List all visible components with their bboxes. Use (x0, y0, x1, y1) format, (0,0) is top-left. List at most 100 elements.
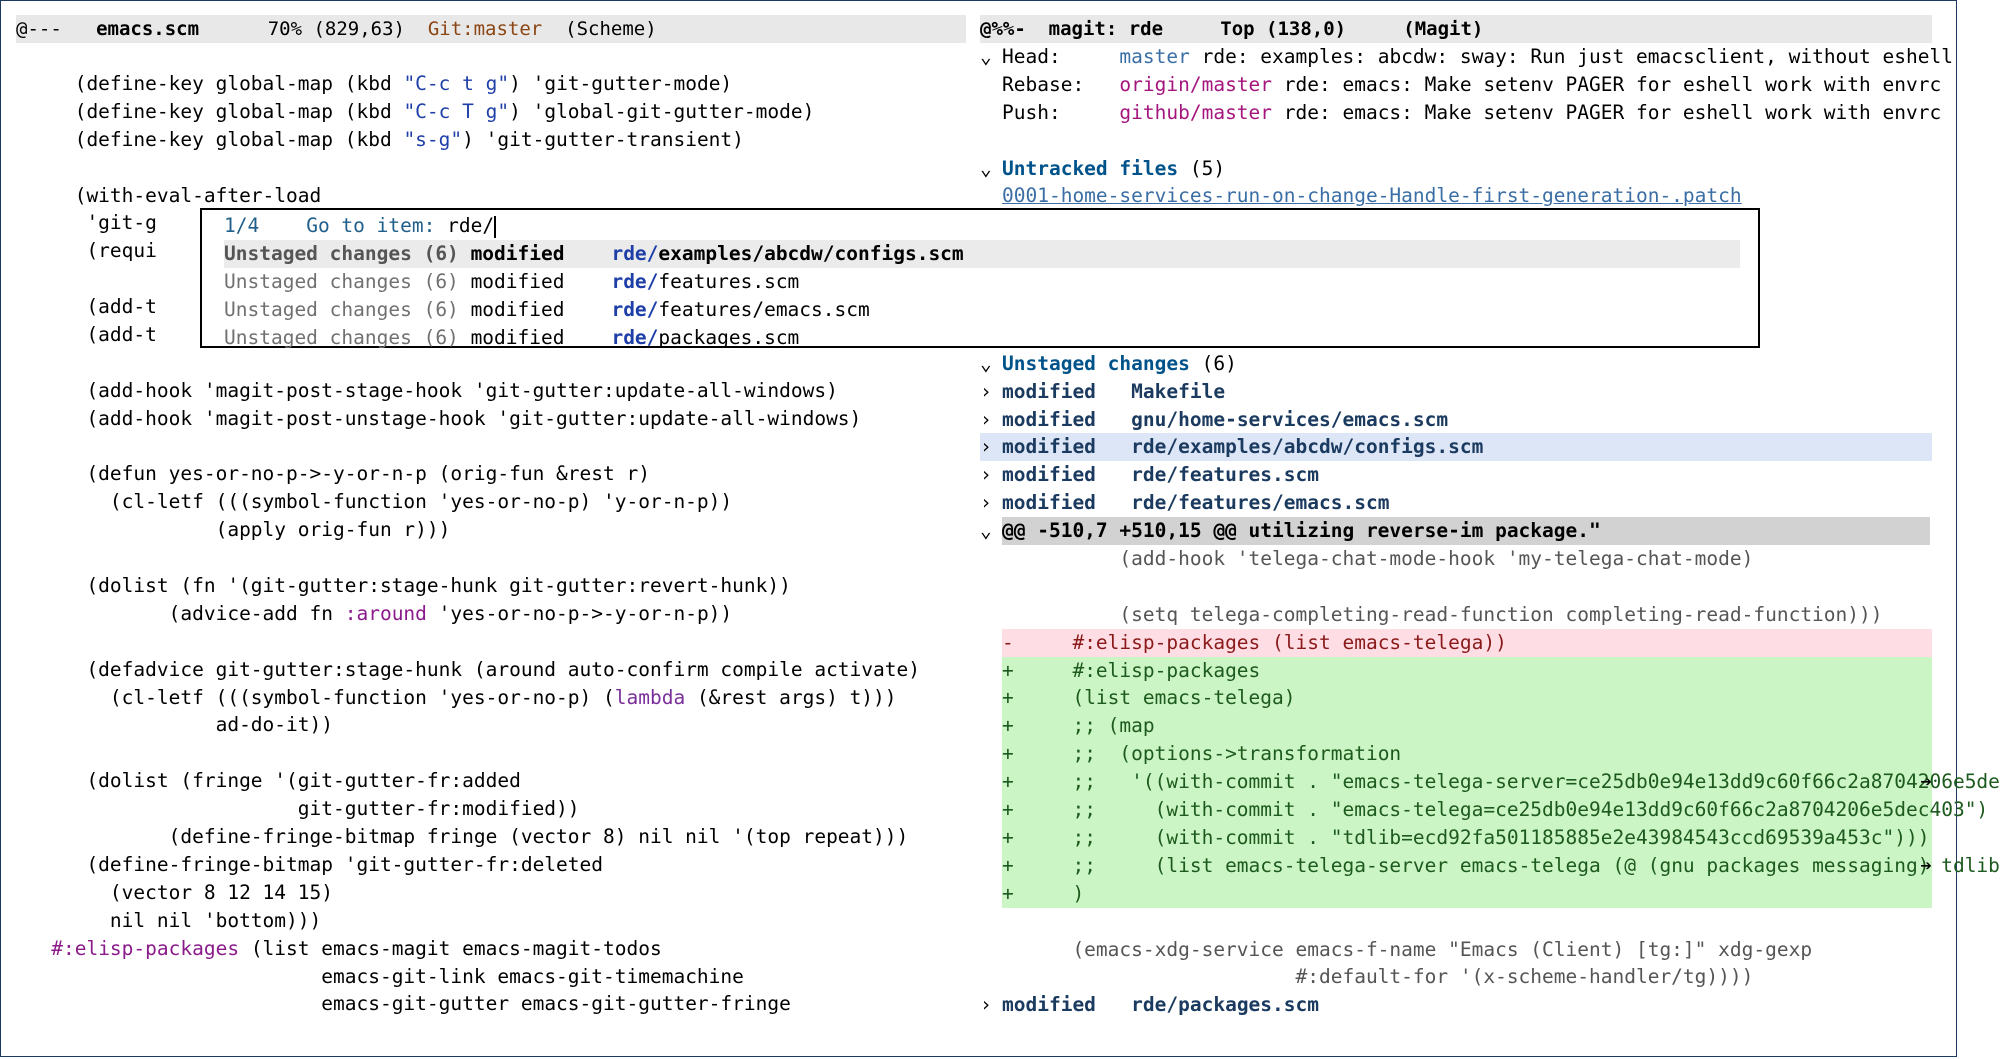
push-line[interactable]: Push: github/master rde: emacs: Make set… (1002, 100, 1942, 124)
chevron-right-icon[interactable]: › (980, 435, 992, 459)
head-branch[interactable]: master (1119, 45, 1190, 68)
buffer-status: @--- (16, 18, 62, 40)
untracked-section-header[interactable]: ⌄Untracked files (5) (980, 155, 1932, 183)
diff-added-line: + ;; (with-commit . "emacs-telega=ce25db… (980, 796, 1988, 824)
chevron-right-icon[interactable]: › (980, 407, 992, 431)
go-to-item-input[interactable]: rde/ (447, 214, 495, 237)
candidate-count: 1/4 (224, 214, 260, 237)
code-line: git-gutter-fr:modified)) (74, 797, 580, 821)
code-line: (with-eval-after-load (74, 183, 322, 207)
chevron-right-icon[interactable]: › (980, 379, 992, 403)
diff-added-line: + ;; (list emacs-telega-server emacs-tel… (980, 851, 2000, 880)
text-cursor (494, 215, 497, 238)
code-line: (cl-letf (((symbol-function 'yes-or-no-p… (74, 685, 897, 709)
code-line: (add-t (74, 323, 157, 347)
popup-candidate[interactable]: Unstaged changes (6) modified rde/packag… (224, 325, 800, 349)
untracked-file[interactable]: 0001-home-services-run-on-change-Handle-… (1002, 184, 1742, 208)
code-line: (define-fringe-bitmap 'git-gutter-fr:del… (74, 852, 604, 876)
buffer-name[interactable]: magit: rde (1048, 18, 1164, 40)
diff-added-line: + ;; (with-commit . "tdlib=ecd92fa501185… (980, 823, 1932, 852)
unstaged-file-item[interactable]: ›modified Makefile (980, 378, 1932, 406)
right-mode-line: @%%- magit: rde Top (138,0) (Magit) (980, 15, 1932, 43)
code-line: 'git-g (74, 211, 157, 235)
code-line: nil nil 'bottom))) (74, 908, 322, 932)
code-line (16, 739, 966, 767)
chevron-down-icon[interactable]: ⌄ (980, 519, 992, 543)
popup-prompt-row[interactable]: 1/4 Go to item: rde/ (224, 212, 1740, 240)
go-to-item-popup[interactable]: 1/4 Go to item: rde/ Unstaged changes (6… (200, 208, 1760, 349)
truncation-arrow-icon: ➔ (1920, 770, 1932, 794)
popup-candidate-selected[interactable]: Unstaged changes (6) modified rde/exampl… (224, 239, 1740, 268)
vc-branch[interactable]: Git:master (427, 18, 543, 40)
code-line: emacs-git-link emacs-git-timemachine (51, 964, 744, 988)
unstaged-file-item[interactable]: ›modified rde/features.scm (980, 461, 1932, 489)
unstaged-section-header[interactable]: ⌄Unstaged changes (6) (980, 350, 1932, 378)
code-line: (add-hook 'magit-post-stage-hook 'git-gu… (74, 378, 838, 402)
buffer-status: @%%- (980, 18, 1026, 40)
chevron-right-icon[interactable]: › (980, 491, 992, 515)
code-line: #:elisp-packages (list emacs-magit emacs… (51, 936, 662, 960)
code-line: (advice-add fn :around 'yes-or-no-p->-y-… (74, 601, 733, 625)
chevron-down-icon[interactable]: ⌄ (980, 45, 992, 68)
chevron-right-icon[interactable]: › (980, 993, 992, 1017)
code-line (16, 433, 966, 461)
code-line: ad-do-it)) (74, 713, 333, 737)
buffer-position: Top (138,0) (1220, 18, 1347, 40)
code-line (16, 628, 966, 656)
code-line: (defun yes-or-no-p->-y-or-n-p (orig-fun … (74, 462, 650, 486)
chevron-right-icon[interactable]: › (980, 463, 992, 487)
diff-context-line: #:default-for '(x-scheme-handler/tg)))) (1002, 965, 1754, 989)
code-line: (define-key global-map (kbd "C-c t g") '… (74, 72, 733, 95)
code-line: (requi (74, 239, 157, 263)
popup-candidate[interactable]: Unstaged changes (6) modified rde/featur… (224, 297, 870, 321)
code-line: (define-key global-map (kbd "C-c T g") '… (74, 99, 815, 123)
diff-context-line: (emacs-xdg-service emacs-f-name "Emacs (… (1002, 937, 1813, 961)
diff-added-line: + #:elisp-packages (980, 656, 1932, 685)
code-line: (vector 8 12 14 15) (74, 880, 333, 904)
left-mode-line: @--- emacs.scm 70% (829,63) Git:master (… (16, 15, 966, 43)
code-line: emacs-git-gutter emacs-git-gutter-fringe (51, 992, 791, 1016)
major-mode[interactable]: (Scheme) (565, 18, 657, 40)
diff-context-line: (setq telega-completing-read-function co… (1002, 602, 1883, 626)
unstaged-file-item[interactable]: ›modified gnu/home-services/emacs.scm (980, 406, 1932, 434)
code-line: (define-fringe-bitmap fringe (vector 8) … (74, 825, 909, 849)
buffer-position: 70% (829,63) (267, 18, 405, 40)
code-line: (apply orig-fun r))) (74, 518, 451, 542)
truncation-arrow-icon: ➔ (1920, 853, 1932, 877)
emacs-frame (0, 0, 1957, 1057)
buffer-name[interactable]: emacs.scm (96, 18, 200, 40)
prompt-label: Go to item: (306, 214, 448, 237)
diff-added-line: + ;; (options->transformation (980, 740, 1932, 769)
chevron-down-icon[interactable]: ⌄ (980, 351, 992, 375)
code-line (16, 544, 966, 572)
major-mode[interactable]: (Magit) (1403, 18, 1484, 40)
code-line: (defadvice git-gutter:stage-hunk (around… (74, 657, 920, 681)
unstaged-file-item-selected[interactable]: ›modified rde/examples/abcdw/configs.scm (980, 433, 1932, 462)
unstaged-file-item[interactable]: ›modified rde/features/emacs.scm (980, 489, 1932, 517)
scheme-source-buffer[interactable]: (define-key global-map (kbd "C-c t g") '… (16, 70, 966, 1018)
code-line: (dolist (fn '(git-gutter:stage-hunk git-… (74, 574, 791, 598)
code-line: (dolist (fringe '(git-gutter-fr:added (74, 769, 521, 793)
code-line (16, 349, 966, 377)
diff-context-line (980, 573, 1932, 601)
diff-added-line: + (list emacs-telega) (980, 684, 1932, 713)
code-line: (cl-letf (((symbol-function 'yes-or-no-p… (74, 490, 733, 514)
diff-removed-line: - #:elisp-packages (list emacs-telega)) (980, 628, 1932, 657)
head-line[interactable]: ⌄Head: master rde: examples: abcdw: sway… (980, 43, 1953, 71)
hunk-header[interactable]: ⌄@@ -510,7 +510,15 @@ utilizing reverse-… (980, 517, 1932, 546)
diff-context-line: (add-hook 'telega-chat-mode-hook 'my-tel… (1002, 547, 1754, 571)
code-line (16, 154, 966, 182)
magit-status-buffer[interactable]: ⌄Head: master rde: examples: abcdw: sway… (980, 43, 2000, 1019)
rebase-line[interactable]: Rebase: origin/master rde: emacs: Make s… (1002, 72, 1942, 96)
unstaged-file-item[interactable]: ›modified rde/packages.scm (980, 991, 1932, 1019)
popup-candidate[interactable]: Unstaged changes (6) modified rde/featur… (224, 269, 800, 293)
code-line: (define-key global-map (kbd "s-g") 'git-… (74, 127, 744, 151)
push-branch[interactable]: github/master (1119, 100, 1273, 124)
diff-added-line: + ) (980, 879, 1932, 908)
rebase-branch[interactable]: origin/master (1119, 72, 1273, 96)
code-line: (add-hook 'magit-post-unstage-hook 'git-… (74, 406, 862, 430)
code-line: (add-t (74, 295, 157, 319)
chevron-down-icon[interactable]: ⌄ (980, 156, 992, 180)
diff-added-line: + ;; '((with-commit . "emacs-telega-serv… (980, 768, 2000, 797)
diff-added-line: + ;; (map (980, 712, 1932, 741)
